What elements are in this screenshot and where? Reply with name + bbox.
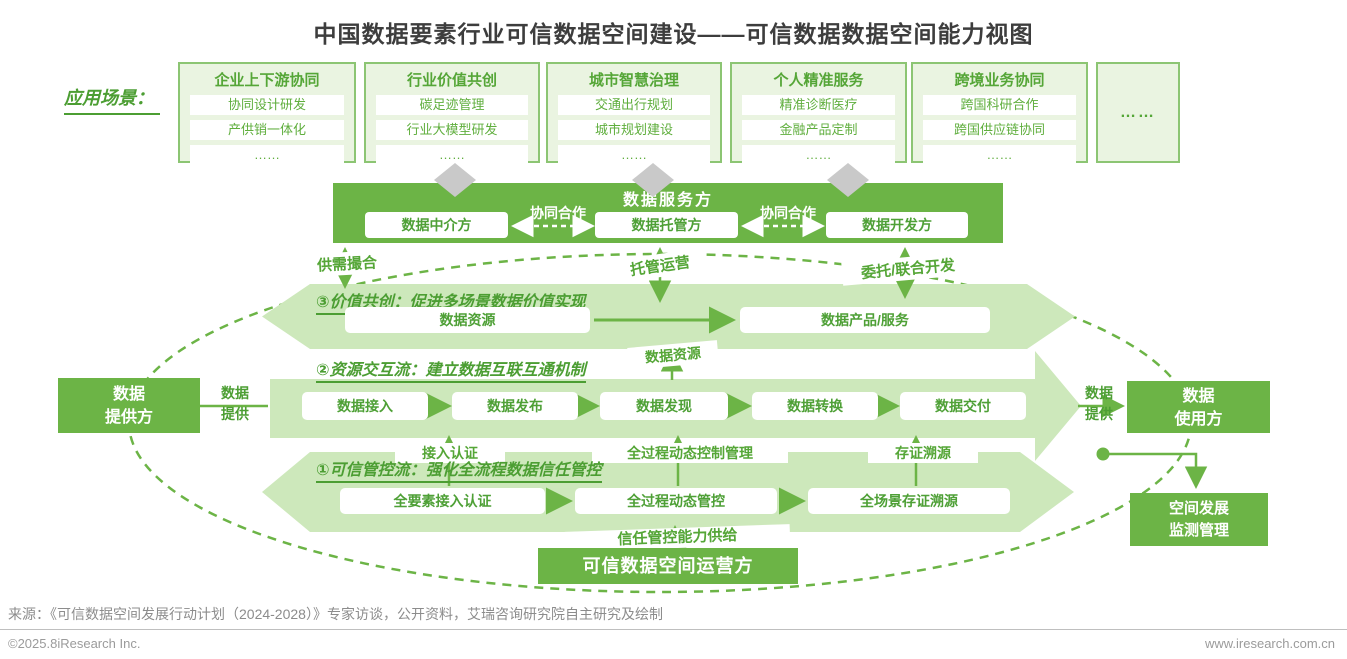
data-provider-line2: 提供方 (104, 409, 153, 426)
scenario-item: …… (558, 145, 710, 165)
provide-label-line1: 数据 (1085, 385, 1113, 401)
provide-label-left: 数据 提供 (206, 383, 264, 425)
provide-label-right: 数据 提供 (1074, 383, 1124, 425)
scenario-item: 碳足迹管理 (376, 95, 528, 115)
collaboration-label: 协同合作 (530, 205, 586, 221)
data-discovery-box: 数据发现 (600, 392, 728, 420)
data-mediator-box: 数据中介方 (365, 212, 508, 238)
scenario-item: 跨国供应链协同 (923, 120, 1076, 140)
evidence-trace-label: 存证溯源 (868, 443, 978, 463)
scenario-header: 跨境业务协同 (954, 72, 1045, 89)
process-control-label: 全过程动态控制管理 (592, 443, 788, 463)
full-process-dynamic-control-box: 全过程动态管控 (575, 488, 777, 514)
space-development-monitor-box: 空间发展 监测管理 (1130, 493, 1268, 546)
provide-label-line1: 数据 (221, 385, 249, 401)
data-service-provider-bar: 数据服务方 数据中介方 数据托管方 数据开发方 协同合作 协同合作 (333, 183, 1003, 243)
scenario-item: 城市规划建设 (558, 120, 710, 140)
scenario-box-city: 城市智慧治理 交通出行规划 城市规划建设 …… (546, 62, 722, 165)
scenario-item: 交通出行规划 (558, 95, 710, 115)
scenario-box-industry: 行业价值共创 碳足迹管理 行业大模型研发 …… (364, 62, 540, 165)
source-note: 来源：《可信数据空间发展行动计划（2024-2028）》专家访谈，公开资料，艾瑞… (8, 606, 663, 622)
scenario-item: 协同设计研发 (190, 95, 344, 115)
scenario-header: 个人精准服务 (773, 72, 864, 89)
data-publish-box: 数据发布 (452, 392, 578, 420)
monitor-line2: 监测管理 (1168, 522, 1229, 539)
scenario-header: 行业价值共创 (406, 72, 497, 89)
data-resource-box: 数据资源 (345, 307, 590, 333)
data-custodian-box: 数据托管方 (595, 212, 738, 238)
data-consumer-line2: 使用方 (1174, 411, 1223, 428)
footer-divider (0, 629, 1347, 630)
scenario-header: 企业上下游协同 (214, 72, 320, 89)
scenario-item: 跨国科研合作 (923, 95, 1076, 115)
data-transform-box: 数据转换 (752, 392, 878, 420)
scenario-item: 行业大模型研发 (376, 120, 528, 140)
application-scenarios-label: 应用场景： (64, 84, 160, 115)
scenario-item: …… (190, 145, 344, 165)
all-factor-access-auth-box: 全要素接入认证 (340, 488, 545, 514)
scenario-more-ellipsis: …… (1120, 103, 1156, 121)
scenario-header: 城市智慧治理 (588, 72, 679, 89)
scenario-item: …… (376, 145, 528, 165)
data-consumer-line1: 数据 (1182, 388, 1215, 405)
page-title: 中国数据要素行业可信数据空间建设——可信数据数据空间能力视图 (313, 21, 1034, 47)
data-delivery-box: 数据交付 (900, 392, 1026, 420)
scenario-box-enterprise: 企业上下游协同 协同设计研发 产供销一体化 …… (178, 62, 356, 165)
monitor-link-dot (1096, 447, 1110, 461)
hosting-ops-label: 托管运营 (614, 247, 706, 284)
scenario-item: …… (742, 145, 895, 165)
data-access-box: 数据接入 (302, 392, 428, 420)
provide-label-line2: 提供 (221, 406, 249, 422)
all-scene-evidence-trace-box: 全场景存证溯源 (808, 488, 1010, 514)
monitor-link-line (1109, 452, 1208, 489)
data-provider-box: 数据 提供方 (58, 378, 200, 433)
provide-label-line2: 提供 (1085, 406, 1113, 422)
data-provider-line1: 数据 (112, 386, 145, 403)
data-consumer-box: 数据 使用方 (1127, 381, 1270, 433)
trust-control-title: ①可信管控流：强化全流程数据信任管控 (316, 456, 602, 483)
scenario-box-personal: 个人精准服务 精准诊断医疗 金融产品定制 …… (730, 62, 907, 165)
scenario-box-crossborder: 跨境业务协同 跨国科研合作 跨国供应链协同 …… (911, 62, 1088, 165)
scenario-item: …… (923, 145, 1076, 165)
supply-match-label: 供需撮合 (302, 249, 392, 278)
scenario-item: 金融产品定制 (742, 120, 895, 140)
collaboration-label: 协同合作 (760, 205, 816, 221)
resource-flow-title: ②资源交互流：建立数据互联互通机制 (316, 356, 586, 383)
scenario-box-more: …… (1096, 62, 1180, 163)
scenario-item: 精准诊断医疗 (742, 95, 895, 115)
trusted-space-operator-box: 可信数据空间运营方 (538, 548, 798, 584)
scenario-item: 产供销一体化 (190, 120, 344, 140)
data-resource-flow-label: 数据资源 (627, 340, 719, 370)
copyright-text: ©2025.8iResearch Inc. (8, 636, 141, 651)
data-developer-box: 数据开发方 (826, 212, 968, 238)
entrust-dev-label: 委托/联合开发 (841, 251, 975, 286)
data-service-provider-title: 数据服务方 (622, 192, 713, 209)
website-url: www.iresearch.com.cn (1204, 636, 1335, 651)
data-product-service-box: 数据产品/服务 (740, 307, 990, 333)
monitor-line1: 空间发展 (1168, 500, 1229, 517)
